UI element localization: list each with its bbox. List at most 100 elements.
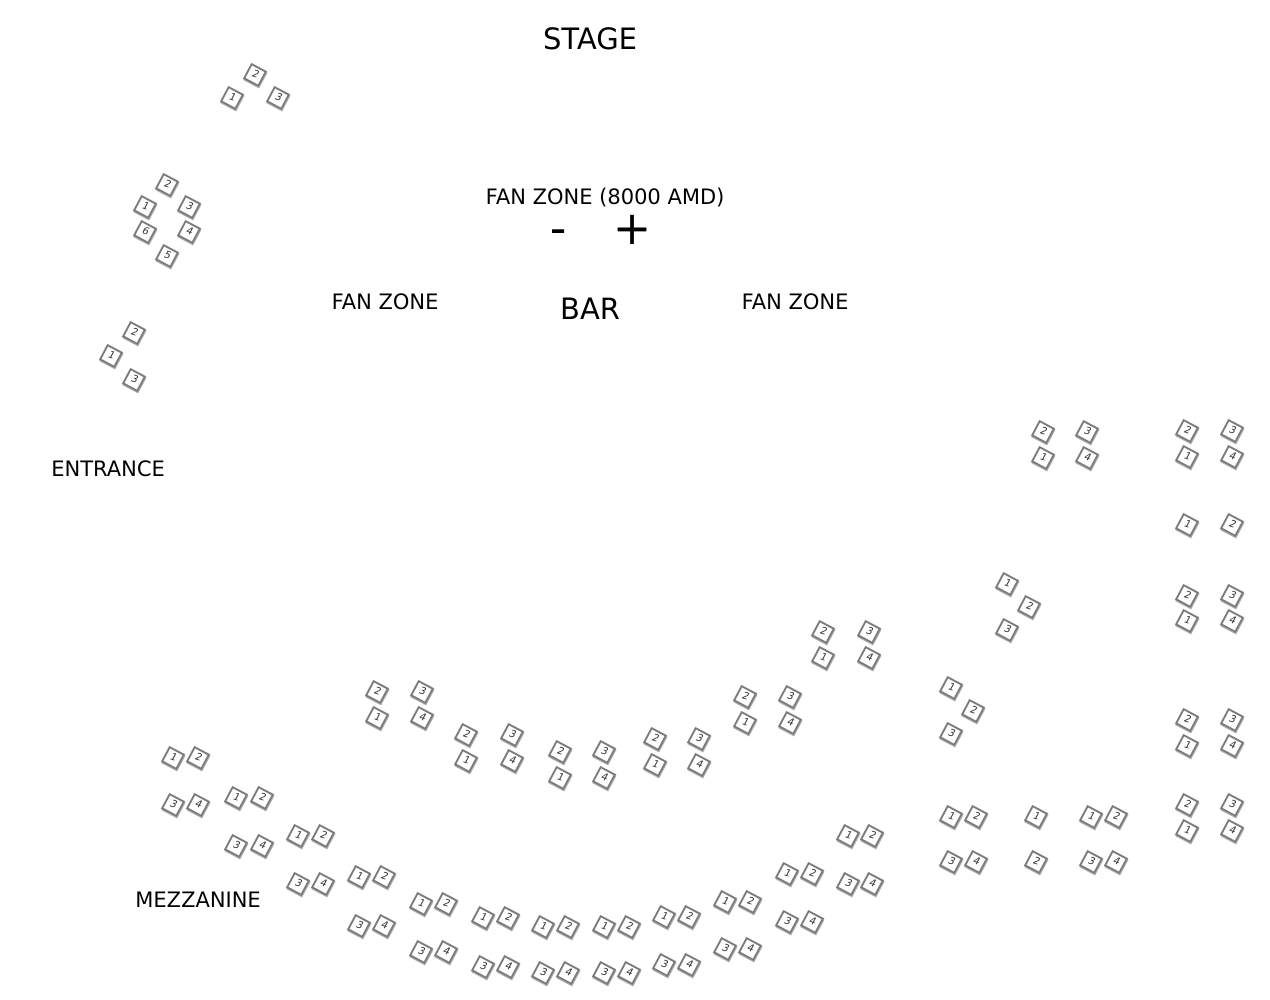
seat[interactable]: 2	[1219, 512, 1245, 538]
seat[interactable]: 3	[777, 684, 803, 710]
seat[interactable]: 2	[859, 823, 885, 849]
seat[interactable]: 4	[1074, 445, 1100, 471]
seat[interactable]: 2	[810, 619, 836, 645]
seat[interactable]: 1	[994, 571, 1020, 597]
seat[interactable]: 2	[737, 889, 763, 915]
seat[interactable]: 1	[1174, 818, 1200, 844]
seat[interactable]: 4	[856, 645, 882, 671]
seat[interactable]: 4	[737, 936, 763, 962]
seat[interactable]: 3	[160, 792, 186, 818]
seat[interactable]: 6	[132, 219, 158, 245]
seat[interactable]: 1	[1174, 512, 1200, 538]
seat[interactable]: 4	[499, 748, 525, 774]
seat[interactable]: 2	[1174, 583, 1200, 609]
seat[interactable]: 3	[1219, 707, 1245, 733]
seat[interactable]: 2	[642, 726, 668, 752]
seat[interactable]: 4	[433, 939, 459, 965]
seat[interactable]: 2	[121, 320, 147, 346]
seat[interactable]: 3	[1078, 849, 1104, 875]
seat[interactable]: 1	[1078, 804, 1104, 830]
seat[interactable]: 3	[265, 85, 291, 111]
seat[interactable]: 1	[732, 710, 758, 736]
seat[interactable]: 1	[1174, 608, 1200, 634]
seat[interactable]: 1	[835, 823, 861, 849]
seat[interactable]: 3	[856, 619, 882, 645]
seat[interactable]: 3	[651, 952, 677, 978]
seat[interactable]: 1	[132, 194, 158, 220]
seat[interactable]: 1	[810, 645, 836, 671]
seat[interactable]: 1	[547, 765, 573, 791]
seat[interactable]: 5	[154, 243, 180, 269]
seat[interactable]: 4	[1103, 849, 1129, 875]
seat[interactable]: 4	[777, 710, 803, 736]
seat[interactable]: 2	[1174, 792, 1200, 818]
seat[interactable]: 3	[686, 726, 712, 752]
seat[interactable]: 3	[1219, 792, 1245, 818]
seat[interactable]: 2	[676, 904, 702, 930]
seat[interactable]: 2	[364, 679, 390, 705]
seat[interactable]: 3	[591, 739, 617, 765]
seat[interactable]: 1	[651, 904, 677, 930]
seat[interactable]: 3	[938, 721, 964, 747]
seat[interactable]: 3	[530, 960, 556, 986]
seat[interactable]: 4	[176, 219, 202, 245]
seat[interactable]: 2	[1030, 419, 1056, 445]
seat[interactable]: 2	[732, 684, 758, 710]
seat[interactable]: 1	[1023, 804, 1049, 830]
seat[interactable]: 1	[712, 889, 738, 915]
seat[interactable]: 1	[160, 745, 186, 771]
seat[interactable]: 3	[938, 849, 964, 875]
increase-ticket-button[interactable]: +	[612, 201, 652, 255]
seat[interactable]: 2	[1103, 804, 1129, 830]
seat[interactable]: 3	[285, 871, 311, 897]
seat[interactable]: 4	[371, 913, 397, 939]
seat[interactable]: 2	[1023, 849, 1049, 875]
seat[interactable]: 4	[963, 849, 989, 875]
seat[interactable]: 4	[1219, 733, 1245, 759]
seat[interactable]: 4	[616, 960, 642, 986]
seat[interactable]: 3	[409, 679, 435, 705]
seat[interactable]: 3	[1219, 583, 1245, 609]
seat[interactable]: 2	[547, 739, 573, 765]
seat[interactable]: 1	[285, 823, 311, 849]
seat[interactable]: 3	[470, 954, 496, 980]
seat[interactable]: 1	[470, 905, 496, 931]
seat[interactable]: 3	[499, 722, 525, 748]
seat[interactable]: 2	[495, 905, 521, 931]
seat[interactable]: 2	[963, 804, 989, 830]
seat[interactable]: 4	[676, 952, 702, 978]
seat[interactable]: 2	[616, 914, 642, 940]
seat[interactable]: 2	[249, 785, 275, 811]
seat[interactable]: 1	[98, 343, 124, 369]
seat[interactable]: 2	[1016, 594, 1042, 620]
seat[interactable]: 3	[121, 367, 147, 393]
seat[interactable]: 3	[591, 960, 617, 986]
seat[interactable]: 1	[219, 85, 245, 111]
seat[interactable]: 2	[154, 172, 180, 198]
seat[interactable]: 4	[1219, 444, 1245, 470]
seat[interactable]: 2	[799, 861, 825, 887]
seat[interactable]: 2	[1174, 418, 1200, 444]
seat[interactable]: 2	[1174, 707, 1200, 733]
seat[interactable]: 2	[242, 62, 268, 88]
seat[interactable]: 1	[774, 861, 800, 887]
seat[interactable]: 2	[960, 698, 986, 724]
seat[interactable]: 4	[1219, 818, 1245, 844]
seat[interactable]: 1	[453, 748, 479, 774]
seat[interactable]: 4	[1219, 608, 1245, 634]
seat[interactable]: 2	[185, 745, 211, 771]
seat[interactable]: 1	[530, 914, 556, 940]
decrease-ticket-button[interactable]: -	[549, 201, 567, 255]
seat[interactable]: 2	[453, 722, 479, 748]
seat[interactable]: 1	[1174, 444, 1200, 470]
seat[interactable]: 3	[1074, 419, 1100, 445]
seat[interactable]: 4	[555, 960, 581, 986]
seat[interactable]: 2	[371, 864, 397, 890]
seat[interactable]: 1	[938, 675, 964, 701]
seat[interactable]: 4	[409, 705, 435, 731]
seat[interactable]: 3	[994, 617, 1020, 643]
seat[interactable]: 1	[591, 914, 617, 940]
seat[interactable]: 1	[938, 804, 964, 830]
seat[interactable]: 2	[310, 823, 336, 849]
seat[interactable]: 3	[223, 833, 249, 859]
